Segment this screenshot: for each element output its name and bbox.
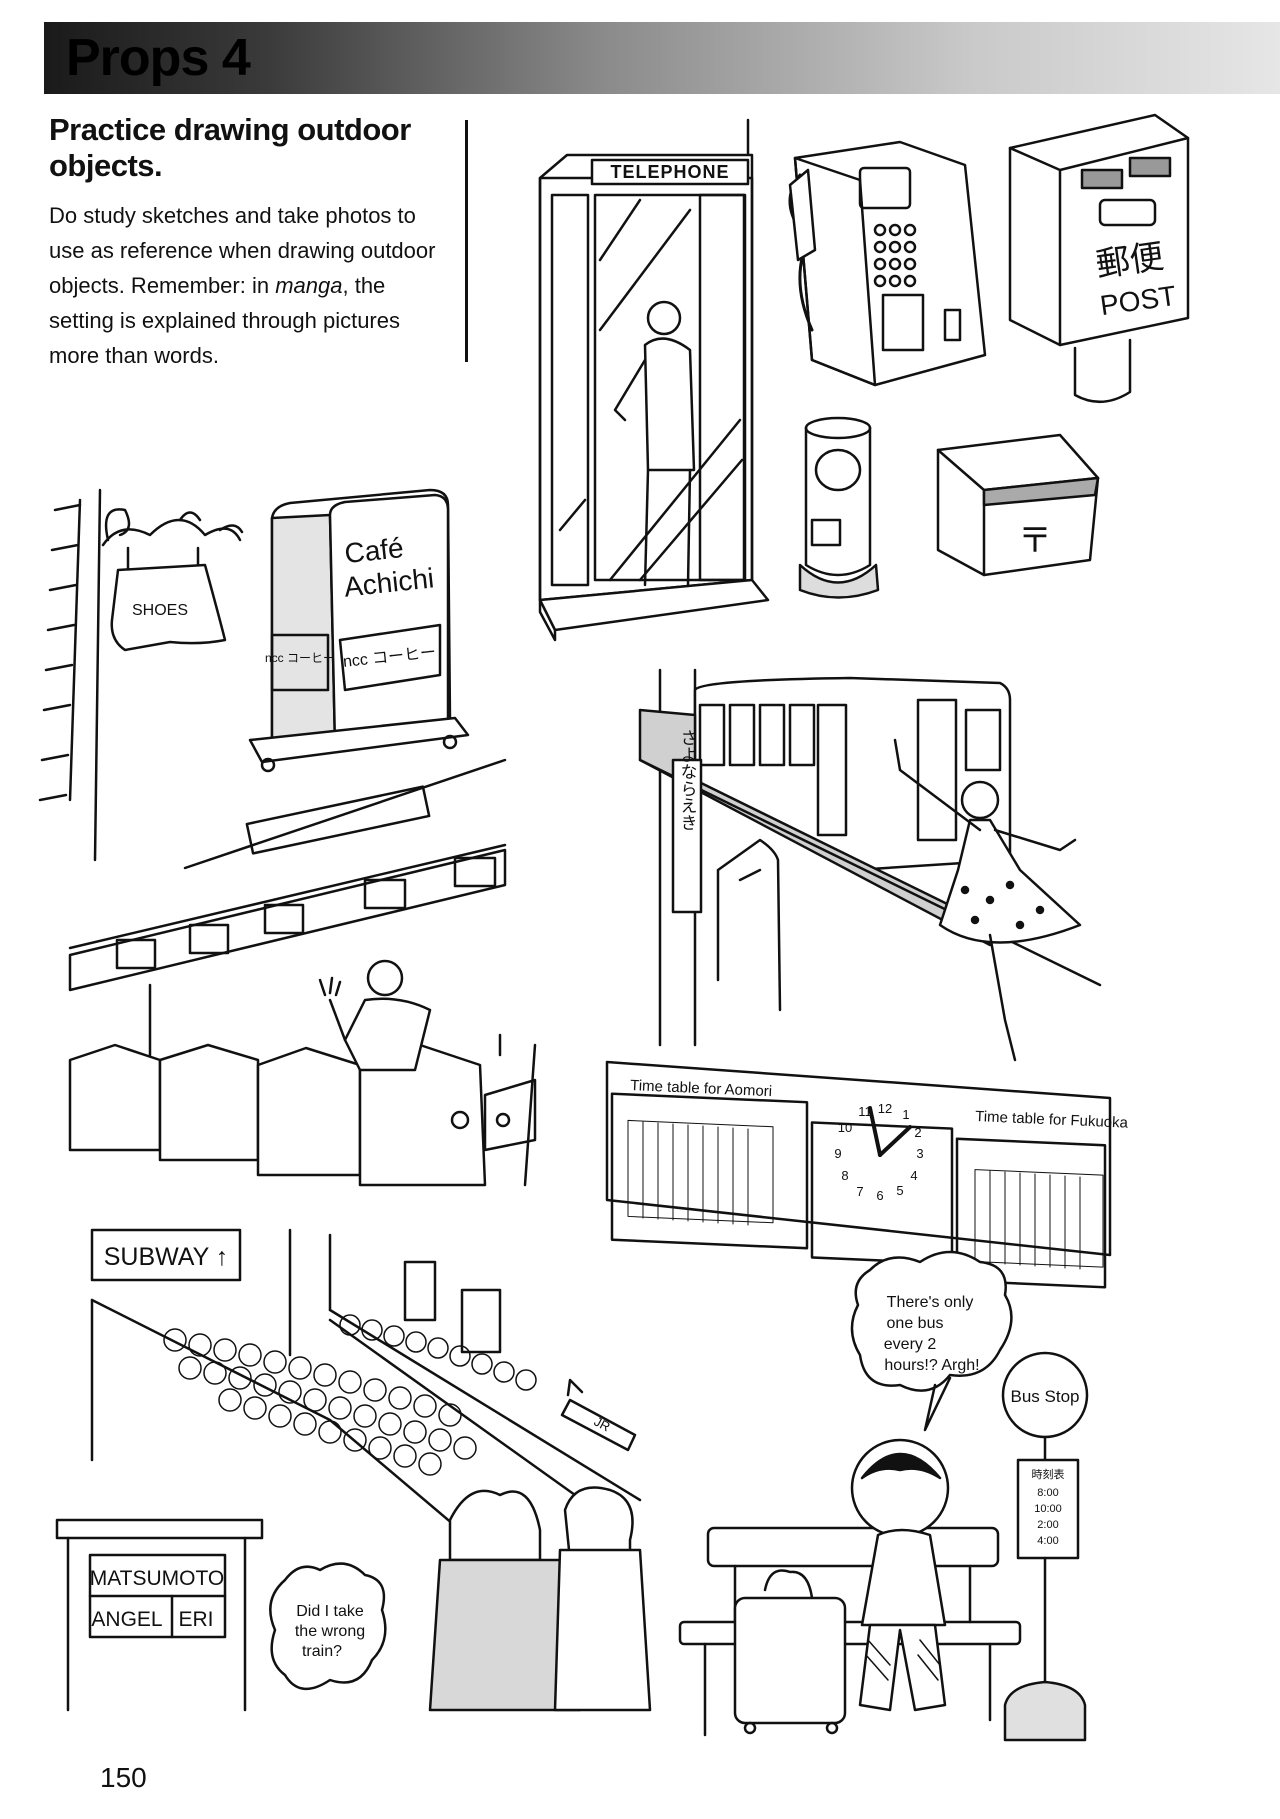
name-board-row1: MATSUMOTO: [90, 1567, 225, 1590]
clock-numeral-11: 11: [858, 1104, 872, 1119]
clock-numeral-2: 2: [914, 1125, 921, 1140]
pillar-postbox-illustration: [798, 416, 880, 599]
subway-speech-line1: Did I take: [296, 1603, 364, 1620]
page-title: Props 4: [66, 29, 251, 87]
clock-numeral-9: 9: [834, 1146, 841, 1161]
ticket-gates-illustration: [68, 758, 537, 1187]
intro-body: Do study sketches and take photos to use…: [49, 198, 449, 373]
header-banner: Props 4: [44, 22, 1280, 94]
cafe-sign-illustration: Café Achichi ncc コーヒー ncc コーヒー: [248, 488, 470, 773]
bus-stop-sign: Bus Stop: [1011, 1387, 1080, 1406]
page-number: 150: [100, 1762, 147, 1793]
clock-numeral-10: 10: [838, 1120, 852, 1135]
clock-numeral-1: 1: [902, 1107, 909, 1122]
crowd-heads: [163, 1314, 537, 1476]
bus-schedule-title: 時刻表: [1032, 1467, 1065, 1481]
name-board-row2-left: ANGEL: [91, 1608, 162, 1631]
jr-arrow-label: JR: [592, 1414, 613, 1435]
shoe-shop-sign-illustration: SHOES: [38, 488, 244, 862]
name-board-row2-right: ERI: [178, 1608, 213, 1631]
bus-schedule-time-2: 10:00: [1034, 1503, 1062, 1515]
clock-numeral-12: 12: [878, 1101, 892, 1116]
bus-speech-line1: There's only: [887, 1294, 974, 1311]
timetable-grid-left: [627, 1119, 774, 1226]
intro-heading: Practice drawing outdoor objects.: [49, 112, 411, 183]
timetable-board-illustration: Time table for Aomori Time table for Fuk…: [605, 1060, 1129, 1289]
post-box-illustration: 郵便 POST: [1008, 113, 1190, 403]
cafe-sign-side-text: ncc コーヒー: [265, 651, 335, 665]
payphone-keypad: [873, 223, 917, 288]
post-box-kanji: 郵便: [1094, 237, 1167, 284]
bus-schedule-time-3: 2:00: [1037, 1519, 1058, 1531]
timetable-aomori-label: Time table for Aomori: [630, 1077, 773, 1100]
clock-numeral-6: 6: [876, 1188, 883, 1203]
clock-numeral-8: 8: [841, 1168, 848, 1183]
subway-sign: SUBWAY ↑: [104, 1243, 229, 1271]
subway-crowd-illustration: SUBWAY ↑ JR: [55, 1228, 652, 1712]
bus-speech-line2: one bus: [887, 1315, 944, 1332]
bus-speech-line3: every 2: [884, 1336, 937, 1353]
intro-body-emphasis: manga: [275, 273, 343, 298]
clock-numeral-7: 7: [856, 1184, 863, 1199]
mailbox-mark: 〒: [1018, 522, 1052, 560]
intro-section: Practice drawing outdoor objects. Do stu…: [49, 112, 449, 373]
station-name-sign: さよならえき: [678, 729, 697, 831]
train-platform-illustration: さよならえき: [638, 668, 1102, 1062]
clock-numeral-4: 4: [910, 1168, 917, 1183]
bus-schedule-time-4: 4:00: [1037, 1535, 1058, 1547]
bus-speech-line4: hours!? Argh!: [884, 1357, 979, 1374]
timetable-grid-right: [974, 1169, 1104, 1270]
bus-schedule-time-1: 8:00: [1037, 1487, 1058, 1499]
telephone-booth-illustration: TELEPHONE: [538, 118, 770, 642]
subway-speech-line3: train?: [302, 1643, 342, 1660]
intro-body-part2: , the setting is explained through pictu…: [49, 273, 400, 368]
subway-speech-line2: the wrong: [295, 1623, 365, 1640]
payphone-illustration: [788, 140, 987, 387]
cafe-sign-line1: Café: [343, 532, 405, 569]
intro-body-part1: Do study sketches and take photos to use…: [49, 203, 436, 298]
telephone-booth-sign: TELEPHONE: [610, 162, 729, 182]
bus-stop-illustration: There's only one bus every 2 hours!? Arg…: [678, 1250, 1089, 1742]
intro-divider: [465, 120, 468, 362]
shoe-sign-label: SHOES: [132, 602, 188, 619]
gate-direction-signs: [115, 856, 497, 970]
mailbox-illustration: 〒: [936, 433, 1100, 577]
clock-numeral-3: 3: [916, 1146, 923, 1161]
station-clock: 12 1 2 3 4 5 6 7 8 9 10 11: [834, 1101, 923, 1203]
timetable-fukuoka-label: Time table for Fukuoka: [975, 1108, 1129, 1132]
clock-numeral-5: 5: [896, 1183, 903, 1198]
